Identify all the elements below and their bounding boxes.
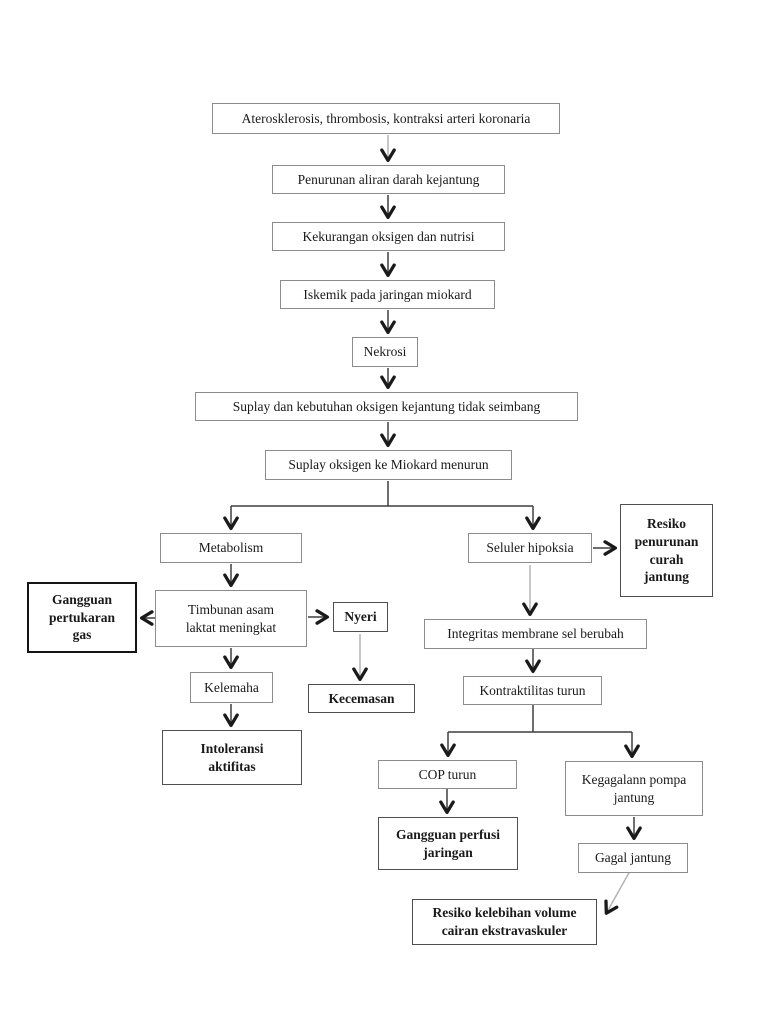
node-seluler-hipoksia: Seluler hipoksia: [468, 533, 592, 563]
node-intoleransi: Intoleransi aktifitas: [162, 730, 302, 785]
node-penurunan-aliran: Penurunan aliran darah kejantung: [272, 165, 505, 194]
node-kecemasan: Kecemasan: [308, 684, 415, 713]
arrow-gagal-resiko-kelebihan: [604, 870, 631, 915]
node-timbunan-asam: Timbunan asam laktat meningkat: [155, 590, 307, 647]
node-suplay-kebutuhan: Suplay dan kebutuhan oksigen kejantung t…: [195, 392, 578, 421]
node-iskemik: Iskemik pada jaringan miokard: [280, 280, 495, 309]
node-gangguan-pertukaran-gas: Gangguan pertukaran gas: [27, 582, 137, 653]
node-gagal-jantung: Gagal jantung: [578, 843, 688, 873]
node-nyeri: Nyeri: [333, 602, 388, 632]
node-kekurangan-oksigen: Kekurangan oksigen dan nutrisi: [272, 222, 505, 251]
node-nekrosi: Nekrosi: [352, 337, 418, 367]
node-suplay-oksigen: Suplay oksigen ke Miokard menurun: [265, 450, 512, 480]
node-resiko-penurunan-curah: Resiko penurunan curah jantung: [620, 504, 713, 597]
node-resiko-kelebihan: Resiko kelebihan volume cairan ekstravas…: [412, 899, 597, 945]
node-kelemaha: Kelemaha: [190, 672, 273, 703]
node-aterosklerosis: Aterosklerosis, thrombosis, kontraksi ar…: [212, 103, 560, 134]
node-kontraktilitas: Kontraktilitas turun: [463, 676, 602, 705]
node-integritas-membrane: Integritas membrane sel berubah: [424, 619, 647, 649]
node-metabolism: Metabolism: [160, 533, 302, 563]
node-cop-turun: COP turun: [378, 760, 517, 789]
node-gangguan-perfusi: Gangguan perfusi jaringan: [378, 817, 518, 870]
node-kegagalan-pompa: Kegagalann pompa jantung: [565, 761, 703, 816]
